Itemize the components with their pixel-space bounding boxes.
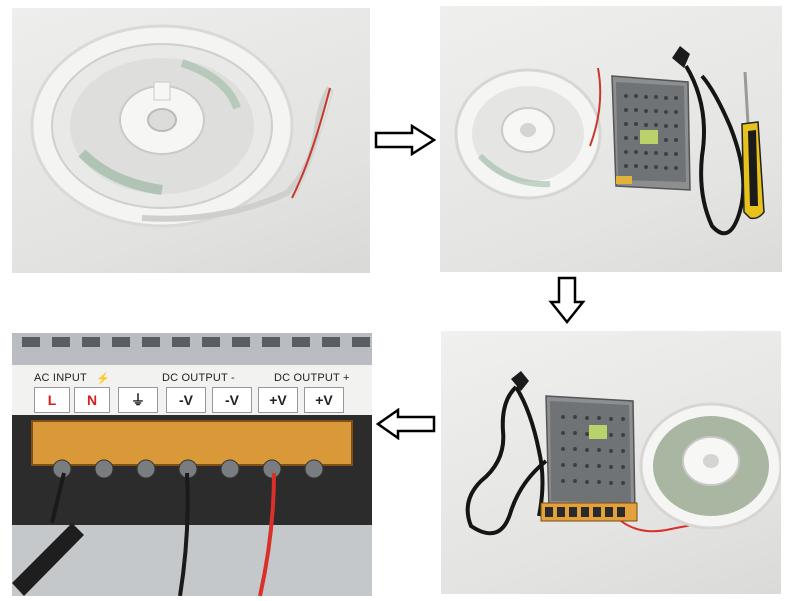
terminal-label-l: L [34, 387, 70, 413]
psu-wired-illustration [465, 371, 781, 536]
terminal-block-illustration [12, 333, 372, 596]
photo-led-strip-reel [12, 8, 370, 273]
terminal-label-minus-v-1: -V [166, 387, 206, 413]
arrow-left-icon [376, 408, 436, 440]
photo-terminal-block-closeup: AC INPUT ⚡ DC OUTPUT - DC OUTPUT + L N ⏚… [12, 333, 372, 596]
ground-icon: ⏚ [118, 387, 158, 413]
led-reel-illustration [30, 24, 334, 228]
terminal-label-plus-v-2: +V [304, 387, 344, 413]
dc-output-minus-label: DC OUTPUT - [162, 372, 235, 384]
terminal-label-plus-v-1: +V [258, 387, 298, 413]
ac-input-label: AC INPUT [34, 372, 87, 384]
lightning-icon: ⚡ [96, 373, 110, 385]
reel-psu-illustration [454, 46, 765, 236]
photo-psu-wired-reel [441, 331, 781, 594]
arrow-right-icon [374, 124, 436, 156]
terminal-label-minus-v-2: -V [212, 387, 252, 413]
dc-output-plus-label: DC OUTPUT + [274, 372, 350, 384]
terminal-label-row: AC INPUT ⚡ DC OUTPUT - DC OUTPUT + [12, 367, 372, 389]
photo-reel-psu-screwdriver [440, 6, 782, 272]
arrow-down-icon [548, 276, 586, 324]
terminal-label-n: N [74, 387, 110, 413]
